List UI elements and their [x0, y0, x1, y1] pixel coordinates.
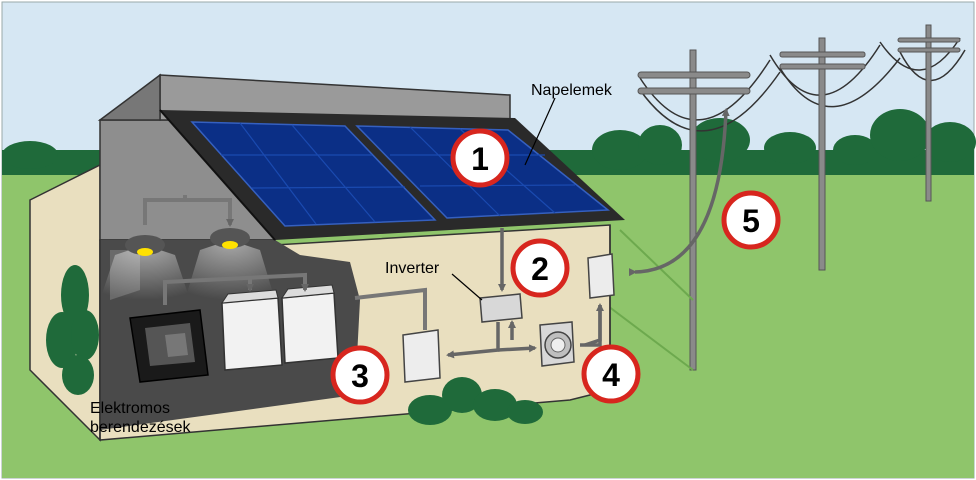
inverter-pointer-line	[451, 273, 483, 301]
appliances-label-line2: berendezések	[90, 419, 192, 436]
marker-2: 2	[510, 238, 570, 298]
inverter-label: Inverter	[385, 260, 440, 277]
appliances	[129, 284, 339, 383]
marker-4: 4	[581, 344, 641, 404]
system-arrows	[446, 108, 730, 359]
shrubs	[46, 265, 543, 425]
marker-1: 1	[450, 128, 510, 188]
marker-5-number: 5	[742, 203, 760, 239]
marker-2-number: 2	[531, 251, 549, 287]
solar-panels-label: Napelemek	[531, 82, 613, 99]
marker-4-number: 4	[602, 357, 620, 393]
house-wiring	[163, 272, 427, 330]
wall-equipment	[402, 253, 615, 383]
marker-5: 5	[721, 190, 781, 250]
panel-pointer-line	[524, 97, 556, 166]
marker-3: 3	[330, 345, 390, 405]
marker-1-number: 1	[471, 141, 489, 177]
marker-3-number: 3	[351, 358, 369, 394]
appliances-label-line1: Elektromos	[90, 400, 170, 417]
